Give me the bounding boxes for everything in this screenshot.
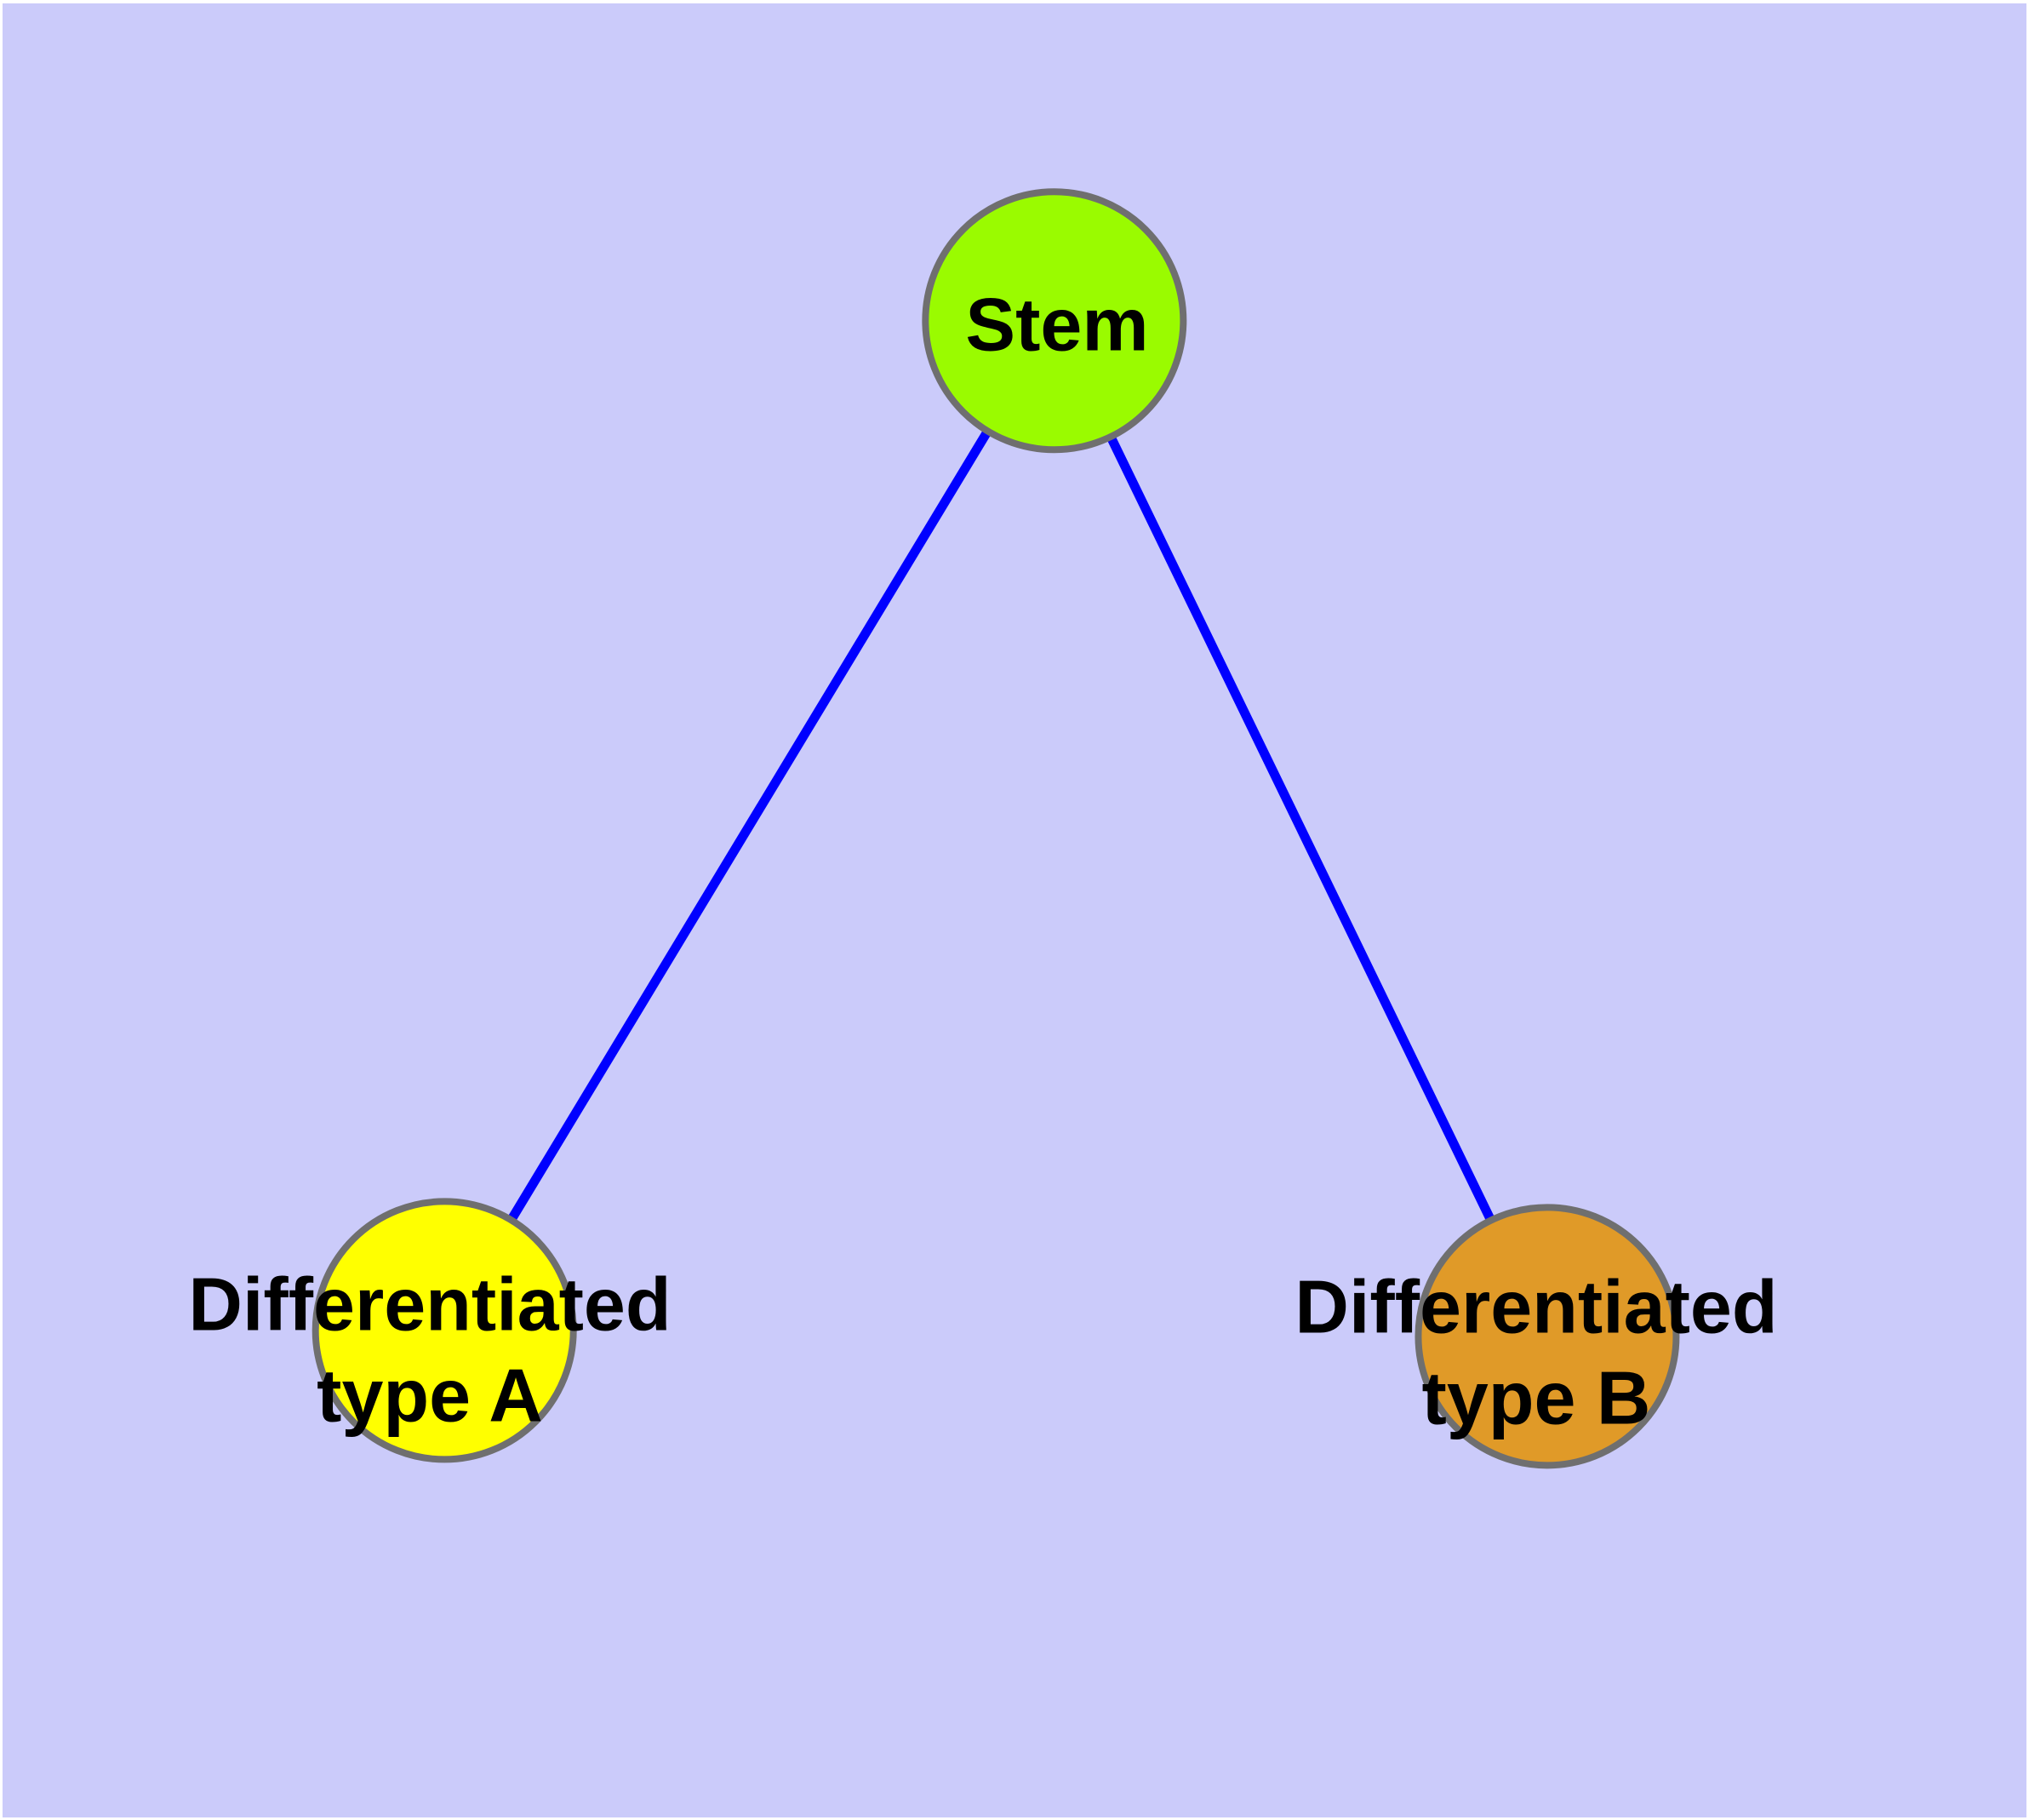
graph-figure [311,188,1680,1469]
node-stem [922,188,1187,454]
node-label-differentiated-type-a: Differentiated type A [188,1262,672,1438]
node-label-stem: Stem [965,282,1149,367]
edge-stem-to-type-b [1049,318,1552,1339]
node-differentiated-type-b [1415,1204,1680,1469]
node-differentiated-type-a [311,1198,577,1463]
edge-stem-to-type-a [440,318,1059,1333]
graph-canvas: Stem Differentiated type A Differentiate… [3,3,2026,1817]
node-label-differentiated-type-b: Differentiated type B [1295,1264,1778,1440]
